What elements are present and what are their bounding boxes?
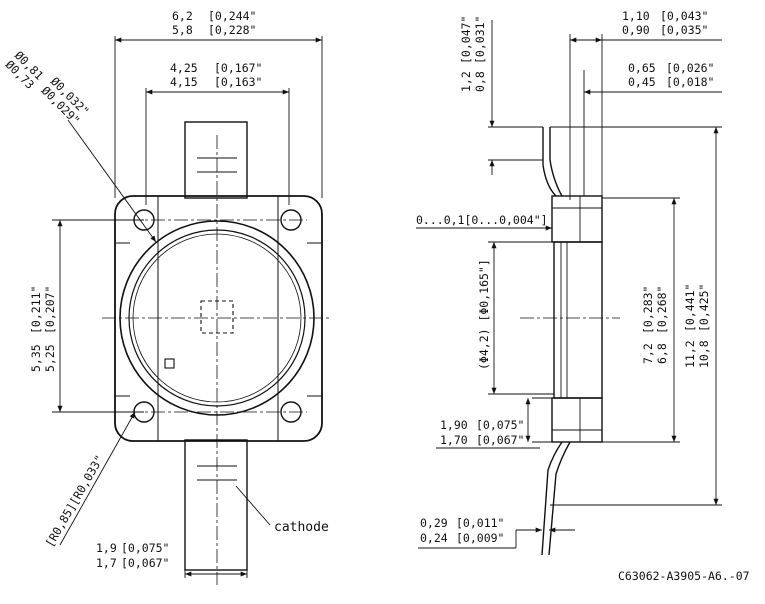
dim-lead-thick-max-in: [0,011" <box>456 516 504 530</box>
dim-height-holes-max: 5,35 <box>29 344 43 372</box>
dim-thickness-top-max: 1,10 <box>622 9 650 23</box>
dim-thickness-top-max-in: [0,043" <box>660 9 708 23</box>
dim-offset-max-in: [0,026" <box>666 61 714 75</box>
dim-height-holes-min-in: [0,207" <box>43 286 57 334</box>
dim-total-height-max-in: [0,441" <box>683 284 697 332</box>
dim-standoff-min: 1,70 <box>440 433 468 447</box>
dim-width-overall-max: 6,2 <box>172 9 193 23</box>
dim-width-inner-min-in: [0,163" <box>214 75 262 89</box>
cathode-label: cathode <box>274 520 329 535</box>
drawing-code: C63062-A3905-A6.-07 <box>618 569 750 583</box>
dim-lens-dia: (Φ4,2) [Φ0,165"] <box>477 259 491 370</box>
dim-body-height-min-in: [0,268" <box>655 286 669 334</box>
dim-body-height-max: 7,2 <box>641 343 655 364</box>
dim-lead-offset-min-in: [0,031" <box>473 16 487 64</box>
polarity-mark <box>164 358 175 369</box>
dim-lead-width-max: 1,9 <box>96 541 117 555</box>
dim-standoff-max: 1,90 <box>440 418 468 432</box>
top-lead <box>184 121 248 199</box>
dim-width-overall-min-in: [0,228" <box>208 23 256 37</box>
dim-lead-offset-min: 0,8 <box>473 71 487 92</box>
dim-total-height-min-in: [0,425" <box>697 284 711 332</box>
side-view <box>520 127 620 556</box>
dim-standoff-max-in: [0,075" <box>476 418 524 432</box>
side-dim-texts: 1,10 [0,043" 0,90 [0,035" 0,65 [0,026" 0… <box>416 9 750 583</box>
dim-width-inner-min: 4,15 <box>170 75 198 89</box>
side-lower-block <box>551 397 603 443</box>
dim-width-inner-max: 4,25 <box>170 61 198 75</box>
package-body <box>114 195 323 442</box>
dim-offset-min: 0,45 <box>628 75 656 89</box>
side-dimensions <box>416 20 722 549</box>
dim-offset-min-in: [0,018" <box>666 75 714 89</box>
dim-total-height-min: 10,8 <box>697 340 711 368</box>
dim-lead-thick-min-in: [0,009" <box>456 531 504 545</box>
dim-height-holes-max-in: [0,211" <box>29 286 43 334</box>
dim-lead-width-max-in: [0,075" <box>121 541 169 555</box>
dim-flatness: 0...0,1[0...0,004"] <box>416 213 548 227</box>
dim-thickness-top-min: 0,90 <box>622 23 650 37</box>
front-view <box>102 121 332 585</box>
dim-body-height-min: 6,8 <box>655 343 669 364</box>
dim-total-height-max: 11,2 <box>683 340 697 368</box>
dim-offset-max: 0,65 <box>628 61 656 75</box>
dim-lead-offset-max: 1,2 <box>459 71 473 92</box>
dim-width-inner-max-in: [0,167" <box>214 61 262 75</box>
bottom-lead <box>184 439 248 571</box>
dim-lead-offset-max-in: [0,047" <box>459 16 473 64</box>
dim-lead-thick-min: 0,24 <box>420 531 448 545</box>
dim-height-holes-min: 5,25 <box>43 344 57 372</box>
side-upper-block <box>551 195 603 243</box>
front-dim-texts: 6,2 [0,244" 5,8 [0,228" 4,25 [0,167" 4,1… <box>3 9 329 570</box>
dim-corner-radius: [R0,85][R0,033" <box>42 453 106 550</box>
dim-width-overall-min: 5,8 <box>172 23 193 37</box>
side-bottom-lead <box>541 441 571 556</box>
dim-thickness-top-min-in: [0,035" <box>660 23 708 37</box>
front-dimensions <box>52 36 323 578</box>
dim-body-height-max-in: [0,283" <box>641 286 655 334</box>
side-top-lead <box>542 127 563 197</box>
dim-lead-width-min-in: [0,067" <box>121 556 169 570</box>
dim-standoff-min-in: [0,067" <box>476 433 524 447</box>
dim-lead-thick-max: 0,29 <box>420 516 448 530</box>
dim-width-overall-max-in: [0,244" <box>208 9 256 23</box>
dim-lead-width-min: 1,7 <box>96 556 117 570</box>
